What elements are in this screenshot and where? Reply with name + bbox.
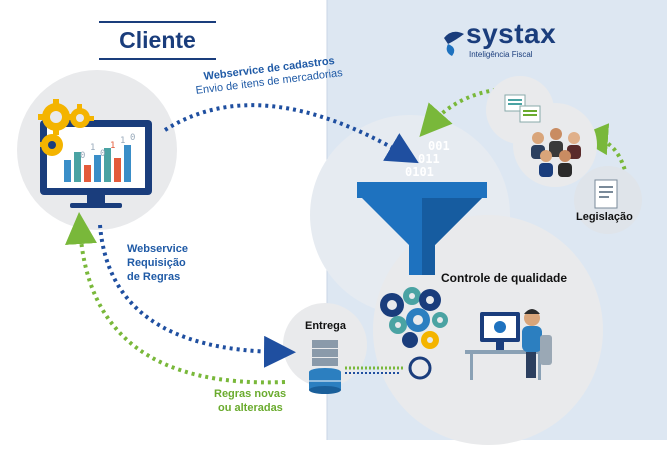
legislation-document-icon <box>594 179 618 209</box>
binary-row: 0101 <box>405 165 434 179</box>
legislacao-label: Legislação <box>576 211 633 223</box>
chart-digit: 1 <box>110 141 115 151</box>
chart-bar <box>104 148 111 182</box>
controle-label: Controle de qualidade <box>441 271 568 285</box>
left-panel-bg <box>0 0 327 451</box>
bottom-band <box>0 440 667 451</box>
arrow-webservice-cadastros <box>163 103 419 164</box>
binary-digits: 001 011 0101 <box>405 139 450 179</box>
server-database-icon <box>309 340 341 394</box>
gears-icon <box>38 99 94 156</box>
binary-row: 011 <box>418 152 440 166</box>
chart-digit: 0 <box>80 151 85 161</box>
chart-bar <box>74 152 81 182</box>
analyst-at-desk-icon <box>465 309 552 380</box>
binary-row: 001 <box>428 139 450 153</box>
monitor-icon: 0 1 0 1 1 0 <box>40 120 152 208</box>
chart-bar <box>84 165 91 182</box>
left-arrow-label-1: Webservice <box>127 243 188 255</box>
chart-digit: 0 <box>130 133 135 143</box>
brand-name: systax <box>466 18 557 49</box>
systax-logo-icon <box>444 31 464 56</box>
left-arrow-label-2: Requisição <box>127 257 186 269</box>
chart-bar <box>114 158 121 182</box>
chart-bar <box>94 155 101 182</box>
chart-bar <box>124 145 131 182</box>
documents-icon <box>504 94 541 123</box>
brand-tagline: Inteligência Fiscal <box>469 50 533 59</box>
chart-digit: 1 <box>90 143 95 153</box>
client-title: Cliente <box>99 21 216 60</box>
bottom-arrow-label-1: Regras novas <box>214 388 287 400</box>
chart-digit: 0 <box>100 149 105 159</box>
bottom-arrow-label-2: ou alteradas <box>218 402 283 414</box>
arrow-regras-novas <box>65 212 286 385</box>
left-arrow-label-3: de Regras <box>127 271 181 283</box>
entrega-label: Entrega <box>305 320 346 332</box>
funnel-icon <box>357 182 487 275</box>
quality-gears-icon <box>380 287 448 380</box>
arrow-requisicao-regras <box>98 224 296 368</box>
chart-digit: 1 <box>120 136 125 146</box>
team-people-icon <box>531 128 581 177</box>
chart-bar <box>64 160 71 182</box>
